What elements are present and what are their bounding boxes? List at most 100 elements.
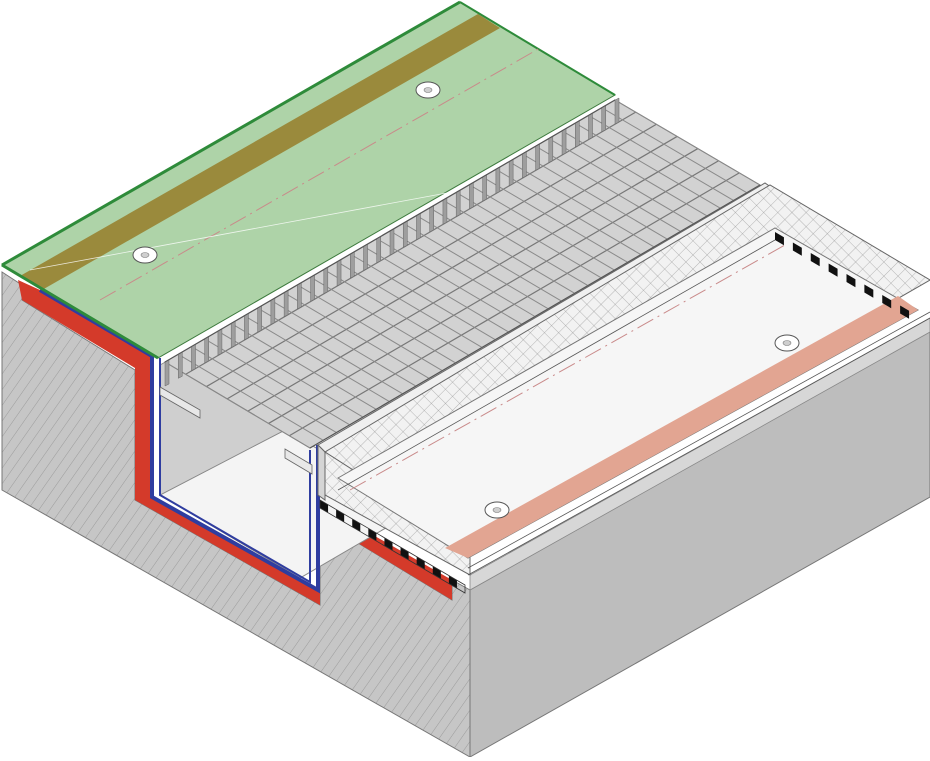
green-slab-side-edge xyxy=(1,263,159,360)
grate-fin xyxy=(323,267,329,294)
joint-tape-front-segment xyxy=(320,500,329,513)
channel-steel-profile-lip xyxy=(159,358,311,584)
grate-fin xyxy=(350,251,355,279)
bolt-head-icon xyxy=(140,252,150,258)
grate-cross-bar xyxy=(297,284,443,372)
green-paving-slab xyxy=(1,0,616,360)
joint-tape-front-segment xyxy=(384,537,393,551)
grate-fin xyxy=(363,244,368,271)
grate-cross-bar xyxy=(535,145,681,232)
slab-layer-line-3 xyxy=(467,317,930,576)
grate-fin xyxy=(588,113,593,140)
green-slab-centerline xyxy=(99,47,541,301)
grate-support-ledge-left xyxy=(159,386,201,419)
joint-tape xyxy=(319,232,910,594)
grate-cross-bar xyxy=(323,269,470,356)
white-slab-marker-far xyxy=(774,334,800,352)
grate-fin xyxy=(283,290,289,318)
salmon-sealing-strip xyxy=(445,296,918,558)
grate-fin xyxy=(204,336,209,364)
joint-tape-back-segment xyxy=(864,284,874,298)
slab-edge-curb-side xyxy=(317,443,326,501)
grate-fin xyxy=(230,321,236,348)
grate-back-edge xyxy=(309,184,761,449)
bolt-head-icon xyxy=(423,87,433,93)
grate-cross-bar xyxy=(350,253,496,341)
joint-tape-front-segment xyxy=(432,566,441,579)
joint-tape-front-segment xyxy=(368,528,377,542)
slab-layer-line-2 xyxy=(467,311,930,569)
grate-fin xyxy=(402,220,408,248)
grate-fin xyxy=(508,159,514,187)
joint-tape-back-segment xyxy=(810,253,820,267)
joint-tape-front-segment xyxy=(336,509,345,523)
green-slab-right-edge xyxy=(459,1,616,96)
grate-fin xyxy=(614,97,620,125)
channel-steel-profile xyxy=(38,288,320,594)
grate-cross-bar xyxy=(429,207,575,294)
grate-fin xyxy=(164,359,170,387)
grate-cross-bar xyxy=(217,330,364,418)
joint-tape-back-segment xyxy=(828,263,838,277)
grate-fin xyxy=(389,228,395,256)
grate-fin xyxy=(177,351,183,379)
grate-fin xyxy=(495,166,501,194)
grate-fin xyxy=(429,205,434,233)
joint-tape-front-segment xyxy=(448,575,457,589)
grate-fin xyxy=(522,151,527,179)
grate-cross-bar xyxy=(257,307,403,395)
green-slab-back-edge xyxy=(1,0,461,267)
joint-tape-back-segment xyxy=(900,305,910,319)
grate-fin xyxy=(575,120,580,148)
bolt-head-icon xyxy=(492,507,502,513)
grate-cross-bar xyxy=(177,353,324,441)
grate-fin xyxy=(244,313,249,341)
grate-cross-bar xyxy=(548,138,695,225)
grate-fin xyxy=(482,174,487,202)
grate-support-ledge-right xyxy=(284,448,313,475)
green-slab-marker-near xyxy=(132,246,158,264)
grate-fin xyxy=(191,344,196,371)
grate-cross-bar xyxy=(270,299,417,387)
joint-tape-front-segment xyxy=(352,518,361,532)
grate-cross-bar xyxy=(442,199,589,286)
joint-tape-back-segment xyxy=(775,232,784,246)
grate-cross-bar xyxy=(204,338,350,426)
grate-fin xyxy=(217,328,223,356)
grate-cross-bar xyxy=(455,192,602,279)
grate-fin xyxy=(469,182,474,210)
white-slab-marker-near xyxy=(484,501,510,519)
grate-cross-bar xyxy=(416,215,562,302)
drain-grate xyxy=(164,97,761,449)
grate-cross-bar xyxy=(561,130,708,217)
slab-layer-line-1 xyxy=(337,239,776,491)
grate-cross-bar xyxy=(244,315,390,403)
grate-cross-bar xyxy=(230,323,377,410)
joint-tape-back-segment xyxy=(846,274,856,288)
bolt-head-icon xyxy=(782,340,792,346)
joint-tape-back-segment xyxy=(792,242,802,256)
fastener-markers xyxy=(132,81,800,519)
joint-tape-front-segment xyxy=(400,547,409,560)
grate-fin xyxy=(561,128,567,156)
grate-cross-bar xyxy=(469,184,615,271)
grate-cross-bar xyxy=(402,222,549,310)
white-paving-slab xyxy=(317,182,930,576)
joint-tape-back-segment xyxy=(882,295,892,309)
grate-fin xyxy=(270,297,276,325)
grate-cross-bar xyxy=(191,346,337,433)
grate-cross-bar xyxy=(310,276,456,364)
joint-tape-front-segment xyxy=(416,556,425,570)
joint-tape-front-outline xyxy=(319,499,466,594)
grate-fin xyxy=(297,282,302,310)
green-slab-reflection xyxy=(29,184,491,271)
grate-fin xyxy=(336,259,342,287)
grate-fin xyxy=(455,190,461,217)
grate-cross-bar xyxy=(336,261,483,348)
grate-cross-bar xyxy=(614,99,761,186)
grate-fin xyxy=(535,143,540,171)
grate-fin xyxy=(442,197,448,225)
green-slab-marker-far xyxy=(415,81,441,99)
white-slab-centerline xyxy=(349,244,786,491)
